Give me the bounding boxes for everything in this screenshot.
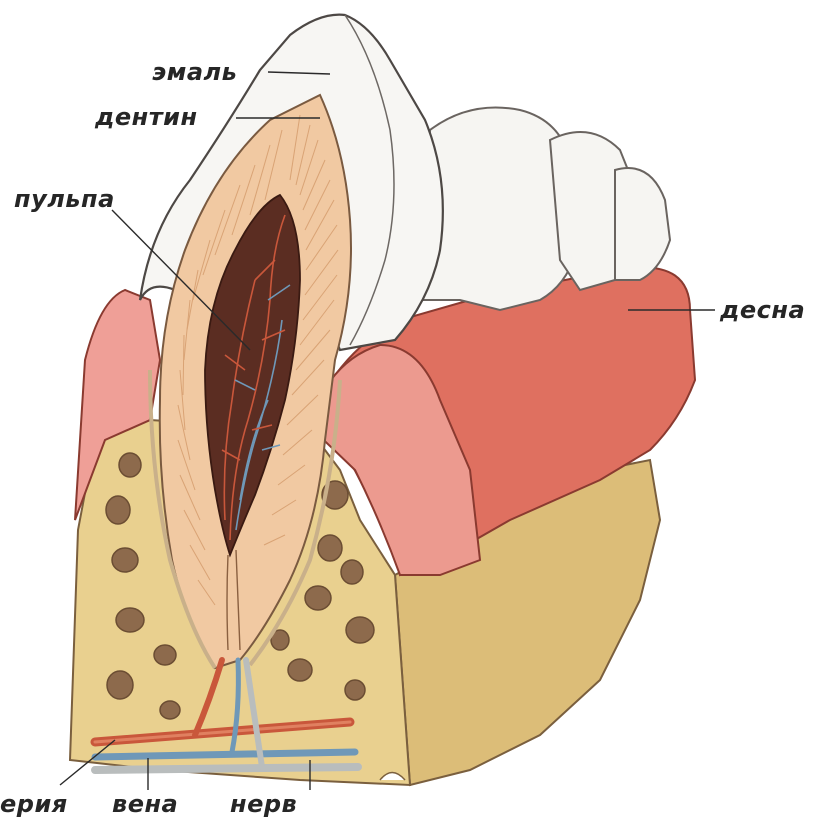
label-nerve: нерв — [230, 790, 297, 818]
label-enamel: эмаль — [152, 58, 237, 86]
neighbor-tooth-3 — [615, 168, 670, 280]
nerve-vessel — [95, 767, 358, 770]
neighbor-teeth — [420, 108, 670, 311]
label-dentin: дентин — [94, 103, 198, 131]
vein-vessel — [95, 752, 355, 757]
label-vein: вена — [112, 790, 178, 818]
label-artery: ерия — [0, 790, 68, 818]
label-gum: десна — [719, 296, 805, 324]
label-pulp: пульпа — [14, 185, 115, 213]
